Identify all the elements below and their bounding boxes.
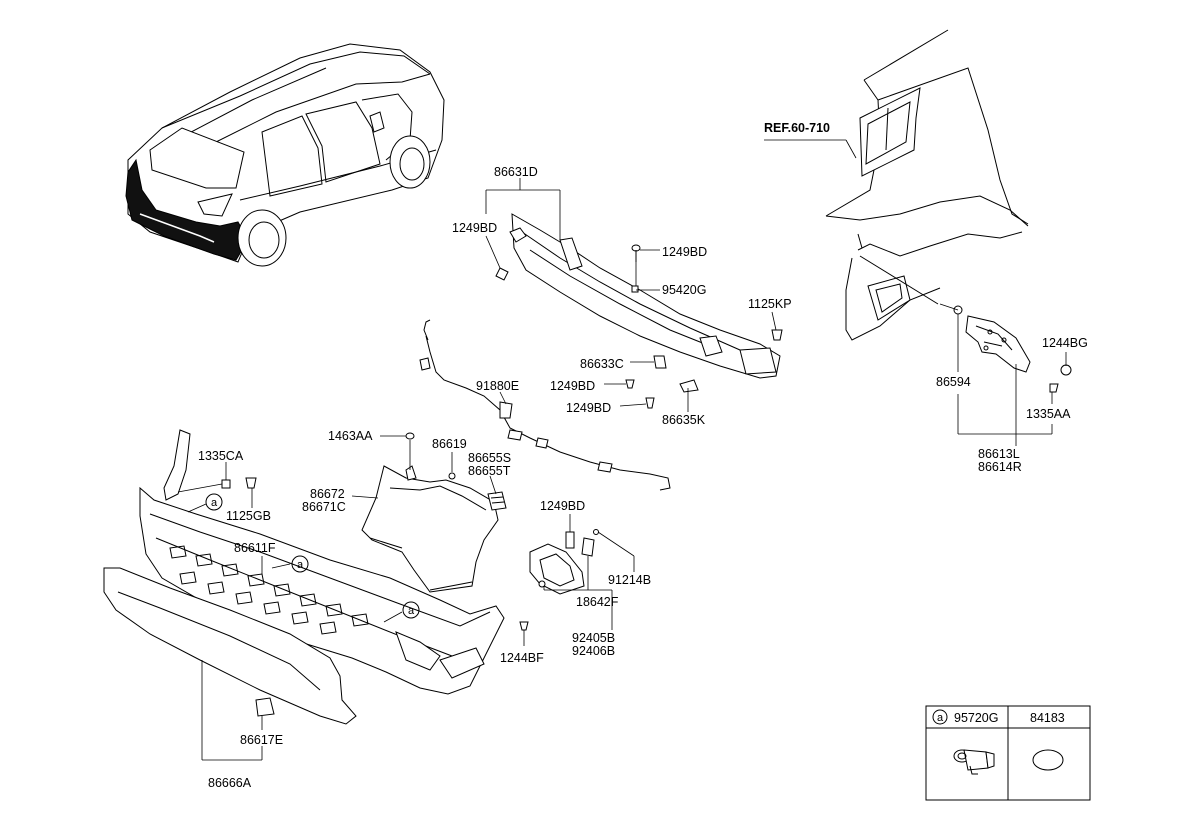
- leader-lines: [177, 139, 1067, 761]
- label-86655S: 86655S: [468, 451, 511, 465]
- part-labels: 86631D 1249BD 1249BD 95420G 1125KP 86633…: [198, 121, 1088, 790]
- part-86613L-side-bracket: [965, 315, 1031, 373]
- part-86666A-skid-plate: [103, 567, 357, 725]
- quarter-panel-illustration: [825, 29, 1029, 341]
- vehicle-illustration: [125, 43, 445, 267]
- callout-letter: a: [211, 497, 218, 509]
- label-92405B: 92405B: [572, 631, 615, 645]
- label-1125KP: 1125KP: [748, 297, 792, 311]
- label-86614R: 86614R: [978, 460, 1022, 474]
- label-1249BD: 1249BD: [662, 245, 707, 259]
- legend-marker-circle: [932, 709, 948, 725]
- label-86617E: 86617E: [240, 733, 283, 747]
- label-92406B: 92406B: [572, 644, 615, 658]
- label-1463AA: 1463AA: [328, 429, 373, 443]
- legend-part-95720G: 95720G: [954, 711, 998, 725]
- label-1335AA: 1335AA: [1026, 407, 1071, 421]
- label-86594: 86594: [936, 375, 971, 389]
- label-86655T: 86655T: [468, 464, 511, 478]
- seal-ring-icon: [1032, 749, 1064, 771]
- label-91214B: 91214B: [608, 573, 651, 587]
- legend-marker: a: [937, 712, 944, 724]
- part-86631D-bracket: [509, 213, 781, 379]
- label-1244BF: 1244BF: [500, 651, 544, 665]
- legend-table: a 95720G 84183: [925, 705, 1091, 801]
- label-86613L: 86613L: [978, 447, 1020, 461]
- label-1249BD: 1249BD: [540, 499, 585, 513]
- label-86666A: 86666A: [208, 776, 252, 790]
- fasteners: [221, 244, 1072, 631]
- label-1249BD: 1249BD: [452, 221, 497, 235]
- part-91880E-harness: [419, 319, 671, 491]
- legend-part-84183: 84183: [1030, 711, 1065, 725]
- label-1249BD: 1249BD: [566, 401, 611, 415]
- part-86655-clip: [487, 491, 507, 511]
- label-86671C: 86671C: [302, 500, 346, 514]
- label-1125GB: 1125GB: [226, 509, 271, 523]
- part-92405B-reflector: [529, 529, 599, 595]
- callout-circle: [402, 601, 420, 619]
- label-86633C: 86633C: [580, 357, 624, 371]
- part-86671C-corner-cover: [361, 465, 499, 593]
- callout-markers: a a a: [205, 493, 420, 619]
- label-91880E: 91880E: [476, 379, 519, 393]
- label-95420G: 95420G: [662, 283, 706, 297]
- callout-letter: a: [408, 605, 415, 617]
- label-ref-60-710: REF.60-710: [764, 121, 830, 135]
- label-86611F: 86611F: [234, 541, 276, 555]
- callout-circle: [205, 493, 223, 511]
- label-86635K: 86635K: [662, 413, 706, 427]
- bumper-grille-pattern: [169, 545, 369, 635]
- label-1244BG: 1244BG: [1042, 336, 1088, 350]
- callout-letter: a: [297, 559, 304, 571]
- parking-sensor-icon: [953, 749, 995, 775]
- label-18642F: 18642F: [576, 595, 619, 609]
- part-86611F-bumper-cover: [139, 429, 505, 695]
- label-86631D: 86631D: [494, 165, 538, 179]
- label-1335CA: 1335CA: [198, 449, 244, 463]
- callout-circle: [291, 555, 309, 573]
- label-1249BD: 1249BD: [550, 379, 595, 393]
- label-86672: 86672: [310, 487, 345, 501]
- label-86619: 86619: [432, 437, 467, 451]
